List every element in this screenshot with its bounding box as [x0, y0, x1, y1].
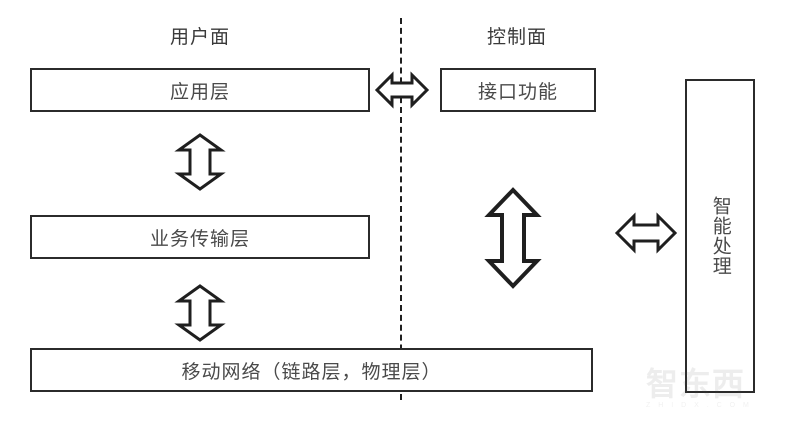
box-interface-function: 接口功能 [440, 68, 596, 112]
user-plane-title: 用户面 [169, 27, 230, 48]
double-arrow-vertical-icon-app-transport [174, 133, 226, 191]
box-intelligent-processing: 智能处理 [685, 79, 755, 393]
box-application-layer: 应用层 [30, 68, 370, 112]
box-intelligent-processing-label: 智能处理 [709, 196, 731, 276]
box-mobile-network: 移动网络（链路层，物理层） [30, 348, 593, 392]
watermark-sub-text: Z H I D X . C O M [646, 402, 752, 409]
control-plane-title: 控制面 [486, 27, 547, 48]
double-arrow-vertical-icon-control-mobile [484, 187, 542, 289]
double-arrow-horizontal-icon-network-intelligent [614, 210, 678, 256]
double-arrow-vertical-icon-transport-mobile [174, 284, 226, 342]
plane-divider-dashed-line [400, 18, 402, 400]
double-arrow-horizontal-icon-user-control [374, 70, 430, 110]
box-service-transport-layer: 业务传输层 [30, 215, 370, 259]
